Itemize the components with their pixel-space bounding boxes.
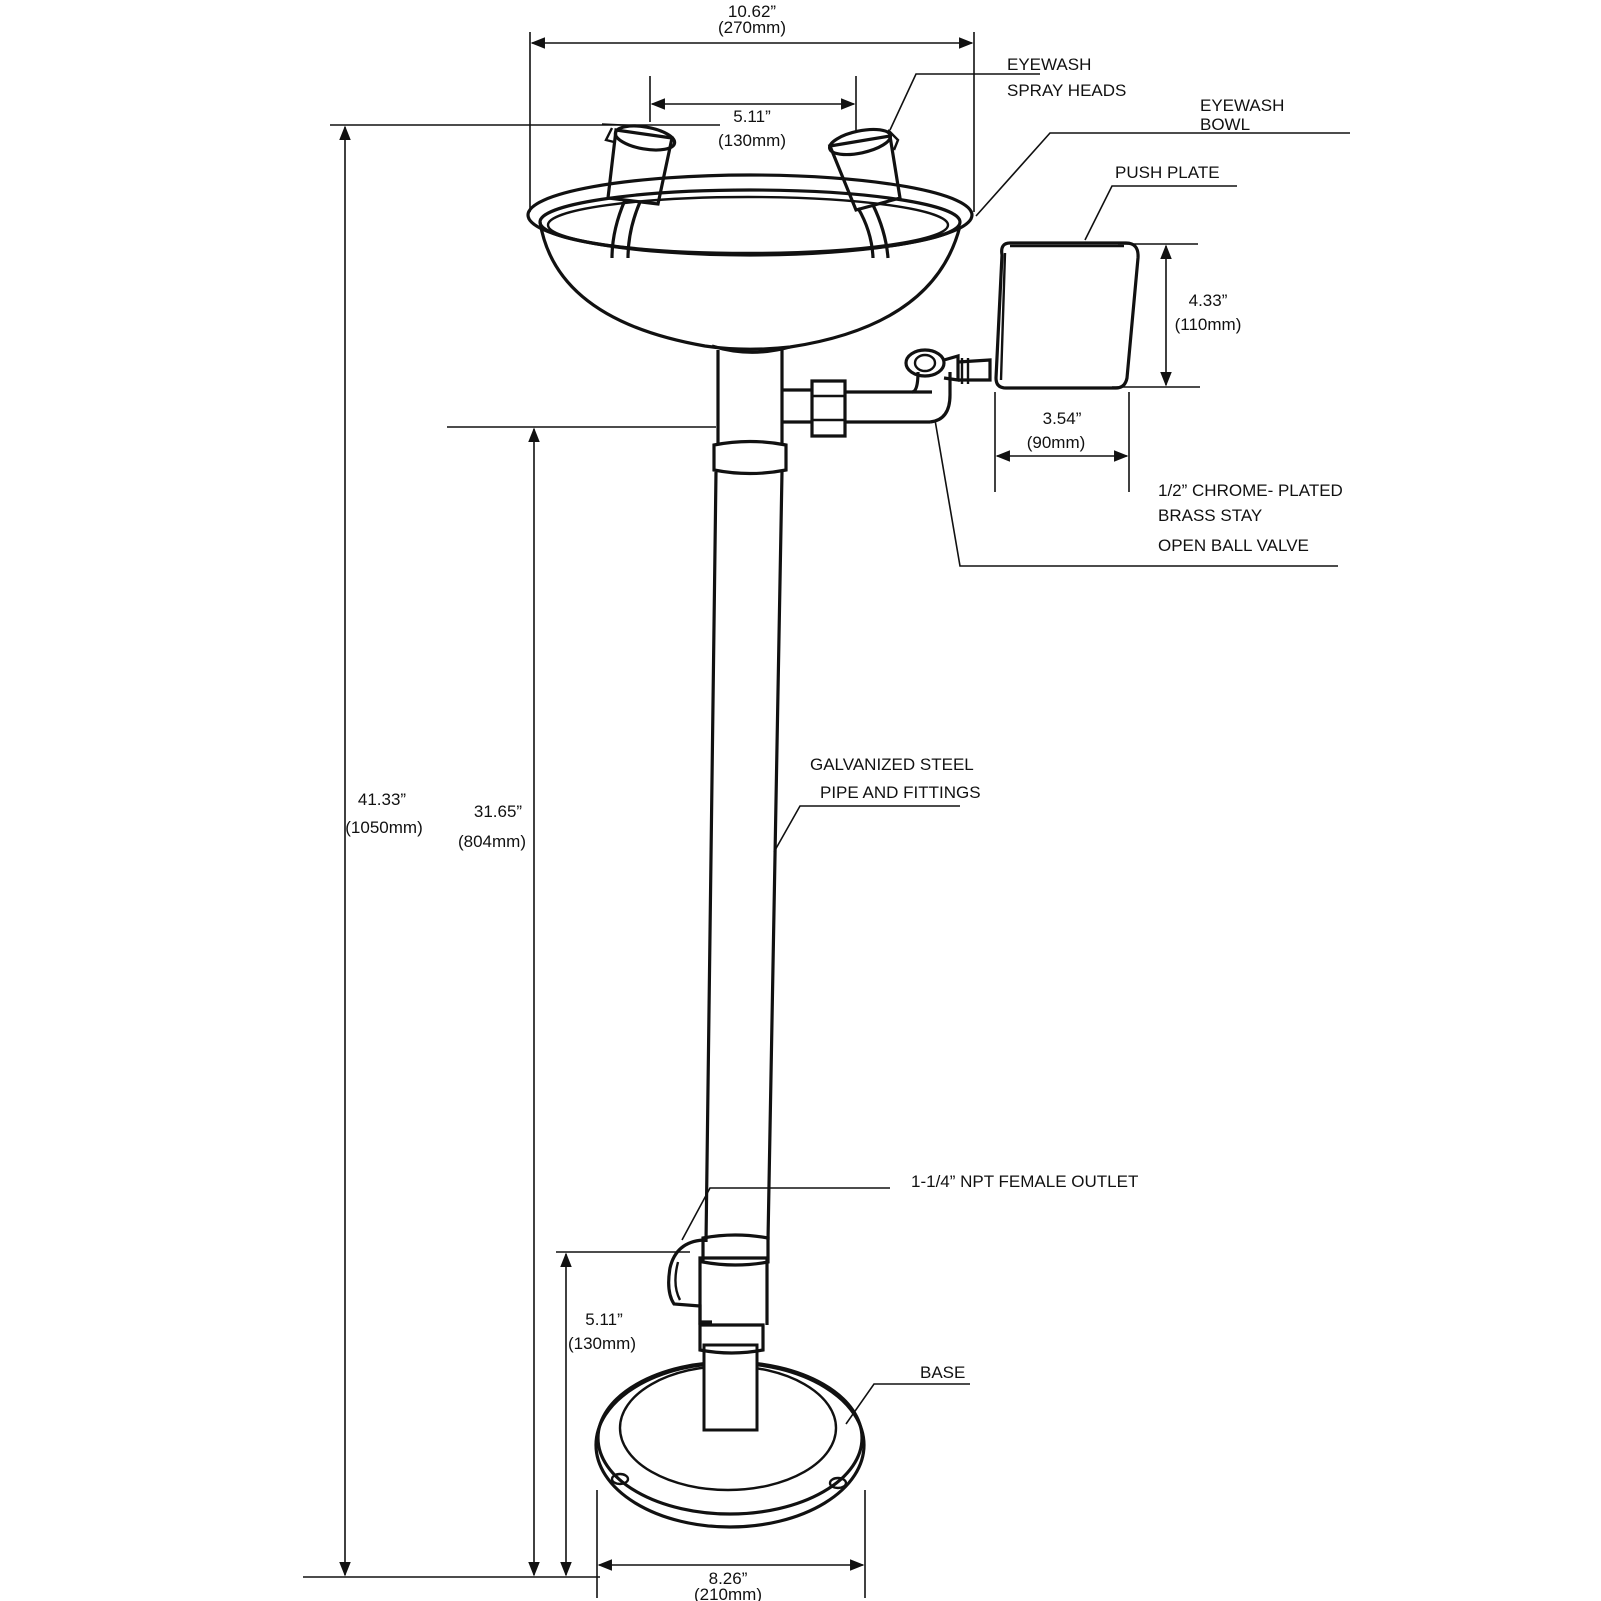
pipe-label-2: PIPE AND FITTINGS [820,783,981,802]
valve-label-2: BRASS STAY [1158,506,1262,525]
base-width-in: 8.26” [709,1569,748,1588]
outlet-height-mm: (130mm) [568,1334,636,1353]
callout-labels: EYEWASH SPRAY HEADS EYEWASH BOWL PUSH PL… [810,55,1343,1382]
plate-width-in: 3.54” [1043,409,1082,428]
lower-fittings-drawing [667,1233,770,1432]
pipe-height-mm: (804mm) [458,832,526,851]
outlet-height-in: 5.11” [585,1310,623,1329]
bowl-drawing [526,173,974,354]
spray-heads-label-1: EYEWASH [1007,55,1091,74]
plate-height-mm: (110mm) [1175,315,1242,334]
plate-height-in: 4.33” [1189,291,1228,310]
overall-height-mm: (1050mm) [345,818,422,837]
spray-spacing-mm: (130mm) [718,131,786,150]
overall-width-mm: (270mm) [718,18,786,37]
overall-width-in: 10.62” [728,2,777,21]
dimension-labels: 10.62” (270mm) 5.11” (130mm) 4.33” (110m… [345,2,1241,1601]
valve-label-1: 1/2” CHROME- PLATED [1158,481,1343,500]
spray-spacing-in: 5.11” [733,107,771,126]
pipe-drawing [704,350,788,1243]
plate-width-mm: (90mm) [1027,433,1086,452]
dimension-lines [303,32,1200,1598]
pipe-label-1: GALVANIZED STEEL [810,755,974,774]
callout-leaders [601,73,1350,1425]
spray-heads-label-2: SPRAY HEADS [1007,81,1126,100]
base-label: BASE [920,1363,965,1382]
overall-height-in: 41.33” [358,790,407,809]
bowl-label-1: EYEWASH [1200,96,1284,115]
bowl-label-2: BOWL [1200,115,1250,134]
push-plate-label: PUSH PLATE [1115,163,1220,182]
outlet-label: 1-1/4” NPT FEMALE OUTLET [911,1172,1138,1191]
valve-drawing [782,348,992,438]
valve-label-3: OPEN BALL VALVE [1158,536,1309,555]
pipe-height-in: 31.65” [474,802,523,821]
base-width-mm: (210mm) [694,1585,762,1601]
push-plate-drawing [994,241,1140,390]
spray-heads-drawing [604,124,902,259]
